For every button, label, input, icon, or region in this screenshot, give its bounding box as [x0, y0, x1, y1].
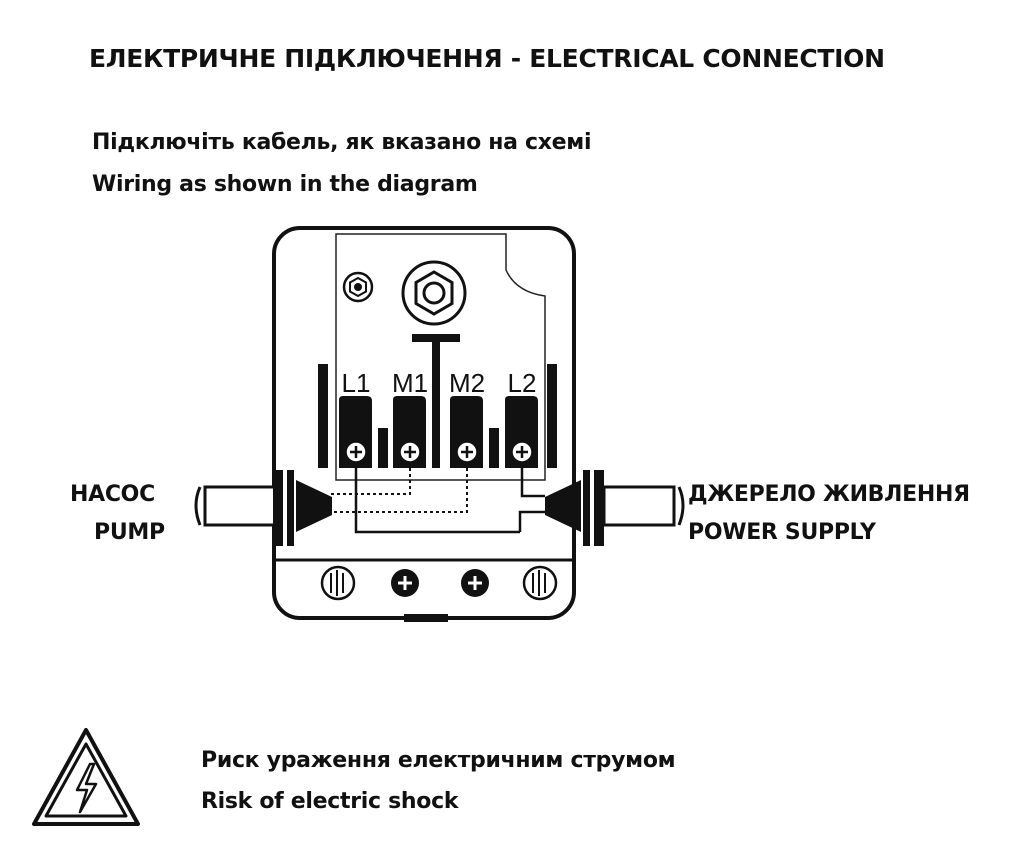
pump-cable-gland — [194, 470, 332, 546]
plus-terminal-icon — [461, 569, 489, 597]
terminal-label-l1: L1 — [342, 368, 371, 398]
electric-shock-warning-icon — [32, 728, 140, 826]
instruction-english: Wiring as shown in the diagram — [92, 172, 478, 197]
left-side-block — [318, 364, 328, 468]
pump-label-english: PUMP — [94, 520, 165, 545]
wire-m2 — [330, 462, 468, 513]
ground-symbol-right-icon — [522, 565, 558, 601]
small-screw-icon — [342, 271, 374, 303]
right-side-block — [547, 364, 557, 468]
warning-text-ukrainian: Риск ураження електричним струмом — [201, 748, 676, 773]
warning-text-english: Risk of electric shock — [201, 789, 459, 814]
page-title: ЕЛЕКТРИЧНЕ ПІДКЛЮЧЕННЯ - ELECTRICAL CONN… — [89, 44, 885, 73]
terminal-label-m2: M2 — [449, 368, 485, 398]
power-supply-label-ukrainian: ДЖЕРЕЛО ЖИВЛЕННЯ — [688, 482, 970, 507]
terminal-board — [335, 233, 546, 481]
wire-return — [518, 510, 545, 532]
wire-l1 — [354, 462, 520, 534]
terminal-l2 — [505, 396, 538, 468]
terminal-m2 — [450, 396, 483, 468]
ground-symbol-left-icon — [320, 565, 356, 601]
wire-l2 — [520, 462, 545, 498]
wiring-diagram: L1 M1 M2 L2 — [194, 226, 685, 622]
terminal-label-m1: M1 — [392, 368, 428, 398]
terminal-box-foot — [404, 614, 448, 622]
plus-terminal-icon — [391, 569, 419, 597]
power-supply-label-english: POWER SUPPLY — [688, 520, 876, 545]
terminal-l1 — [339, 396, 372, 468]
terminal-m1 — [393, 396, 426, 468]
hex-bolt-icon — [401, 260, 467, 326]
pump-label-ukrainian: НАСОС — [70, 482, 155, 507]
instruction-ukrainian: Підключіть кабель, як вказано на схемі — [92, 130, 592, 155]
separator-block — [489, 428, 499, 468]
power-supply-cable-gland — [545, 470, 685, 546]
terminal-label-l2: L2 — [508, 368, 537, 398]
bridge-bar-stem — [432, 338, 440, 468]
separator-block — [378, 428, 388, 468]
